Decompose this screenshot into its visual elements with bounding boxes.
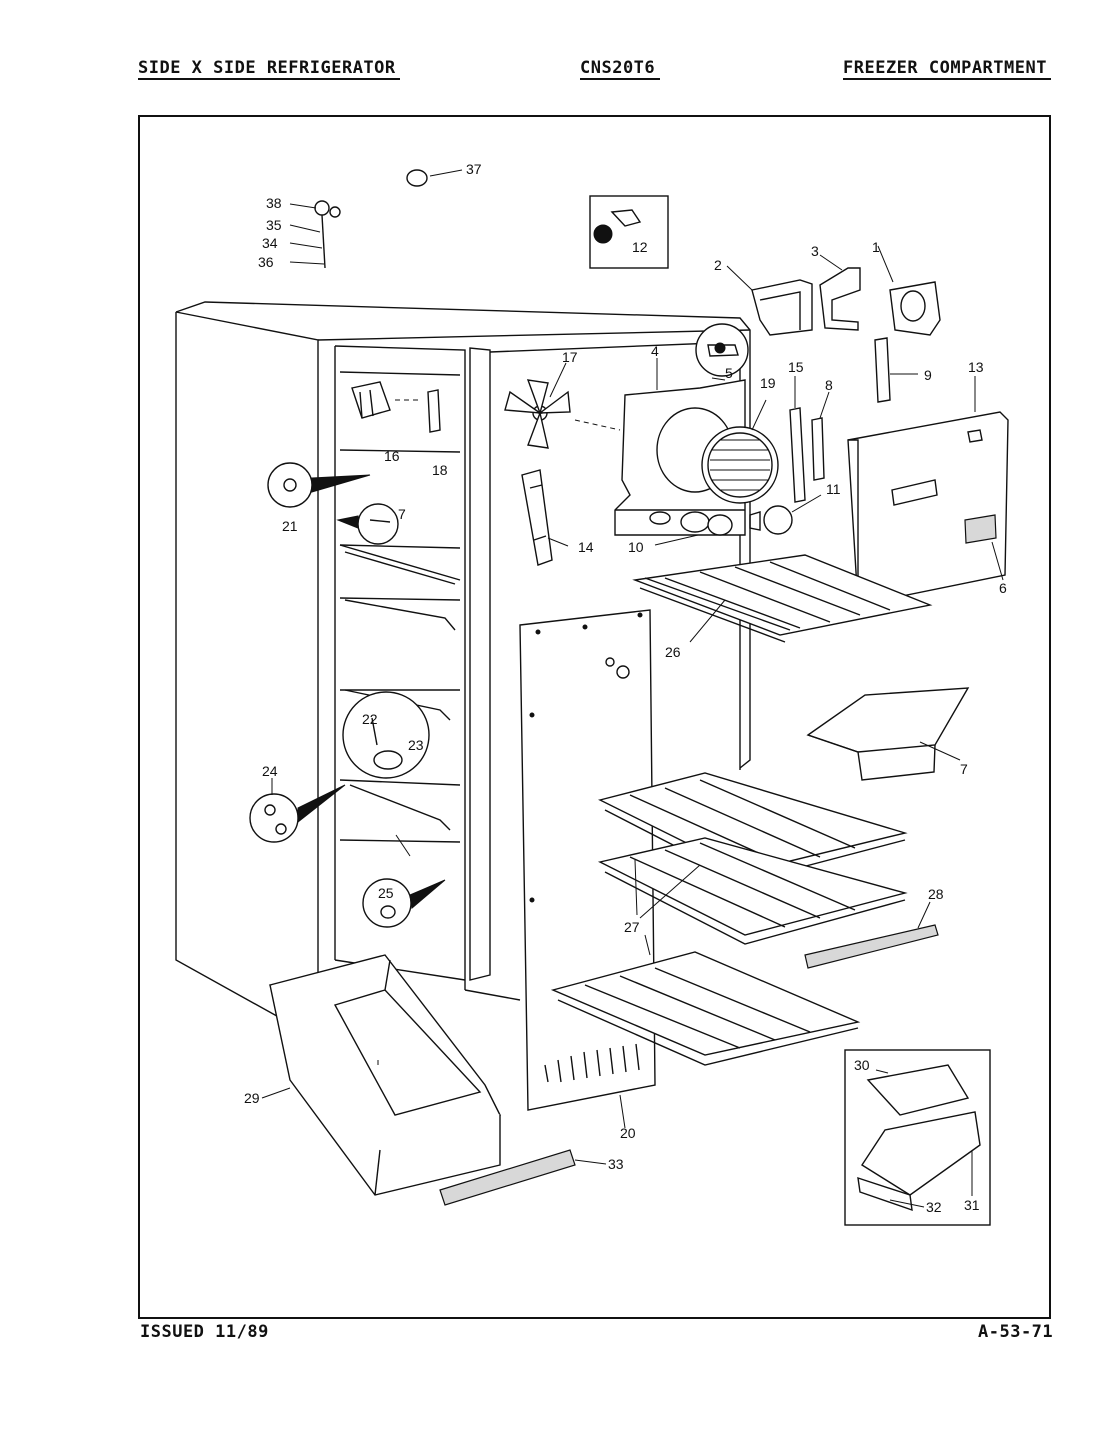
detail-bubble-21: [267, 462, 371, 508]
callout-17: 17: [562, 349, 578, 365]
callout-37: 37: [466, 161, 482, 177]
detail-bubble-22-23: [342, 691, 430, 779]
callout-13: 13: [968, 359, 984, 375]
callout-7-tray: 7: [960, 761, 968, 777]
detail-bubble-7: [336, 503, 399, 545]
callout-20: 20: [620, 1125, 636, 1141]
hardware-34-38: [314, 200, 341, 269]
callout-4: 4: [651, 343, 659, 359]
strip-28: [804, 924, 939, 969]
callout-33: 33: [608, 1156, 624, 1172]
callout-27: 27: [624, 919, 640, 935]
fan-shroud-19: [701, 426, 779, 504]
callout-29: 29: [244, 1090, 260, 1106]
callout-1: 1: [872, 239, 880, 255]
callout-38: 38: [266, 195, 282, 211]
detail-bubble-24: [249, 784, 346, 843]
callout-12: 12: [632, 239, 648, 255]
part-12-inset: [589, 195, 669, 269]
header-underline-right: [843, 78, 1051, 80]
callout-26: 26: [665, 644, 681, 660]
header-underline-left: [138, 78, 400, 80]
callout-35: 35: [266, 217, 282, 233]
bracket-2: [751, 279, 813, 336]
basket-29: [268, 954, 502, 1196]
callout-8: 8: [825, 377, 833, 393]
leader-lines: [261, 169, 1004, 1208]
callout-7-bubble: 7: [398, 506, 406, 522]
callout-16: 16: [384, 448, 400, 464]
callout-21: 21: [282, 518, 298, 534]
callout-2: 2: [714, 257, 722, 273]
shelf-27-bottom: [550, 951, 861, 1066]
air-duct-14: [521, 469, 553, 566]
thermostat-16: [351, 381, 391, 419]
strip-15: [789, 407, 806, 503]
header-section: FREEZER COMPARTMENT: [843, 58, 1047, 78]
light-sockets-10-11: [680, 505, 793, 536]
callout-25: 25: [378, 885, 394, 901]
motor-detail-5: [695, 323, 749, 377]
callout-28: 28: [928, 886, 944, 902]
callout-11: 11: [826, 481, 841, 497]
label-6: [964, 514, 997, 544]
shelf-26: [632, 554, 933, 643]
callout-31: 31: [964, 1197, 980, 1213]
tray-7: [806, 687, 970, 781]
evaporator-cover-4: [614, 379, 746, 536]
detail-bubble-25: [362, 878, 446, 928]
callout-22: 22: [362, 711, 378, 727]
callout-24: 24: [262, 763, 278, 779]
header-title: SIDE X SIDE REFRIGERATOR: [138, 58, 396, 78]
fan-blade-17: [504, 379, 621, 449]
header-model: CNS20T6: [580, 58, 656, 78]
strip-33: [439, 1149, 576, 1206]
diagram-frame: [138, 115, 1051, 1319]
strip-9: [874, 337, 891, 403]
callout-36: 36: [258, 254, 274, 270]
knob-37: [406, 169, 428, 187]
shelf-27-lower: [597, 837, 908, 945]
callout-5: 5: [725, 365, 733, 381]
callout-18: 18: [432, 462, 448, 478]
callout-9: 9: [924, 367, 932, 383]
callout-14: 14: [578, 539, 594, 555]
bracket-18: [427, 389, 441, 433]
housing-1: [889, 281, 941, 336]
footer-page-code: A-53-71: [978, 1322, 1054, 1342]
control-cover-13: [847, 411, 1009, 606]
callout-30: 30: [854, 1057, 870, 1073]
ice-accessories-inset: [844, 1049, 991, 1226]
callout-19: 19: [760, 375, 776, 391]
strip-8: [811, 417, 825, 481]
callout-6: 6: [999, 580, 1007, 596]
callout-34: 34: [262, 235, 278, 251]
callout-10: 10: [628, 539, 644, 555]
header-underline-center: [580, 78, 660, 80]
callout-23: 23: [408, 737, 424, 753]
callout-3: 3: [811, 243, 819, 259]
footer-issued: ISSUED 11/89: [140, 1322, 269, 1342]
callout-32: 32: [926, 1199, 942, 1215]
callout-15: 15: [788, 359, 804, 375]
bracket-3: [819, 267, 861, 331]
